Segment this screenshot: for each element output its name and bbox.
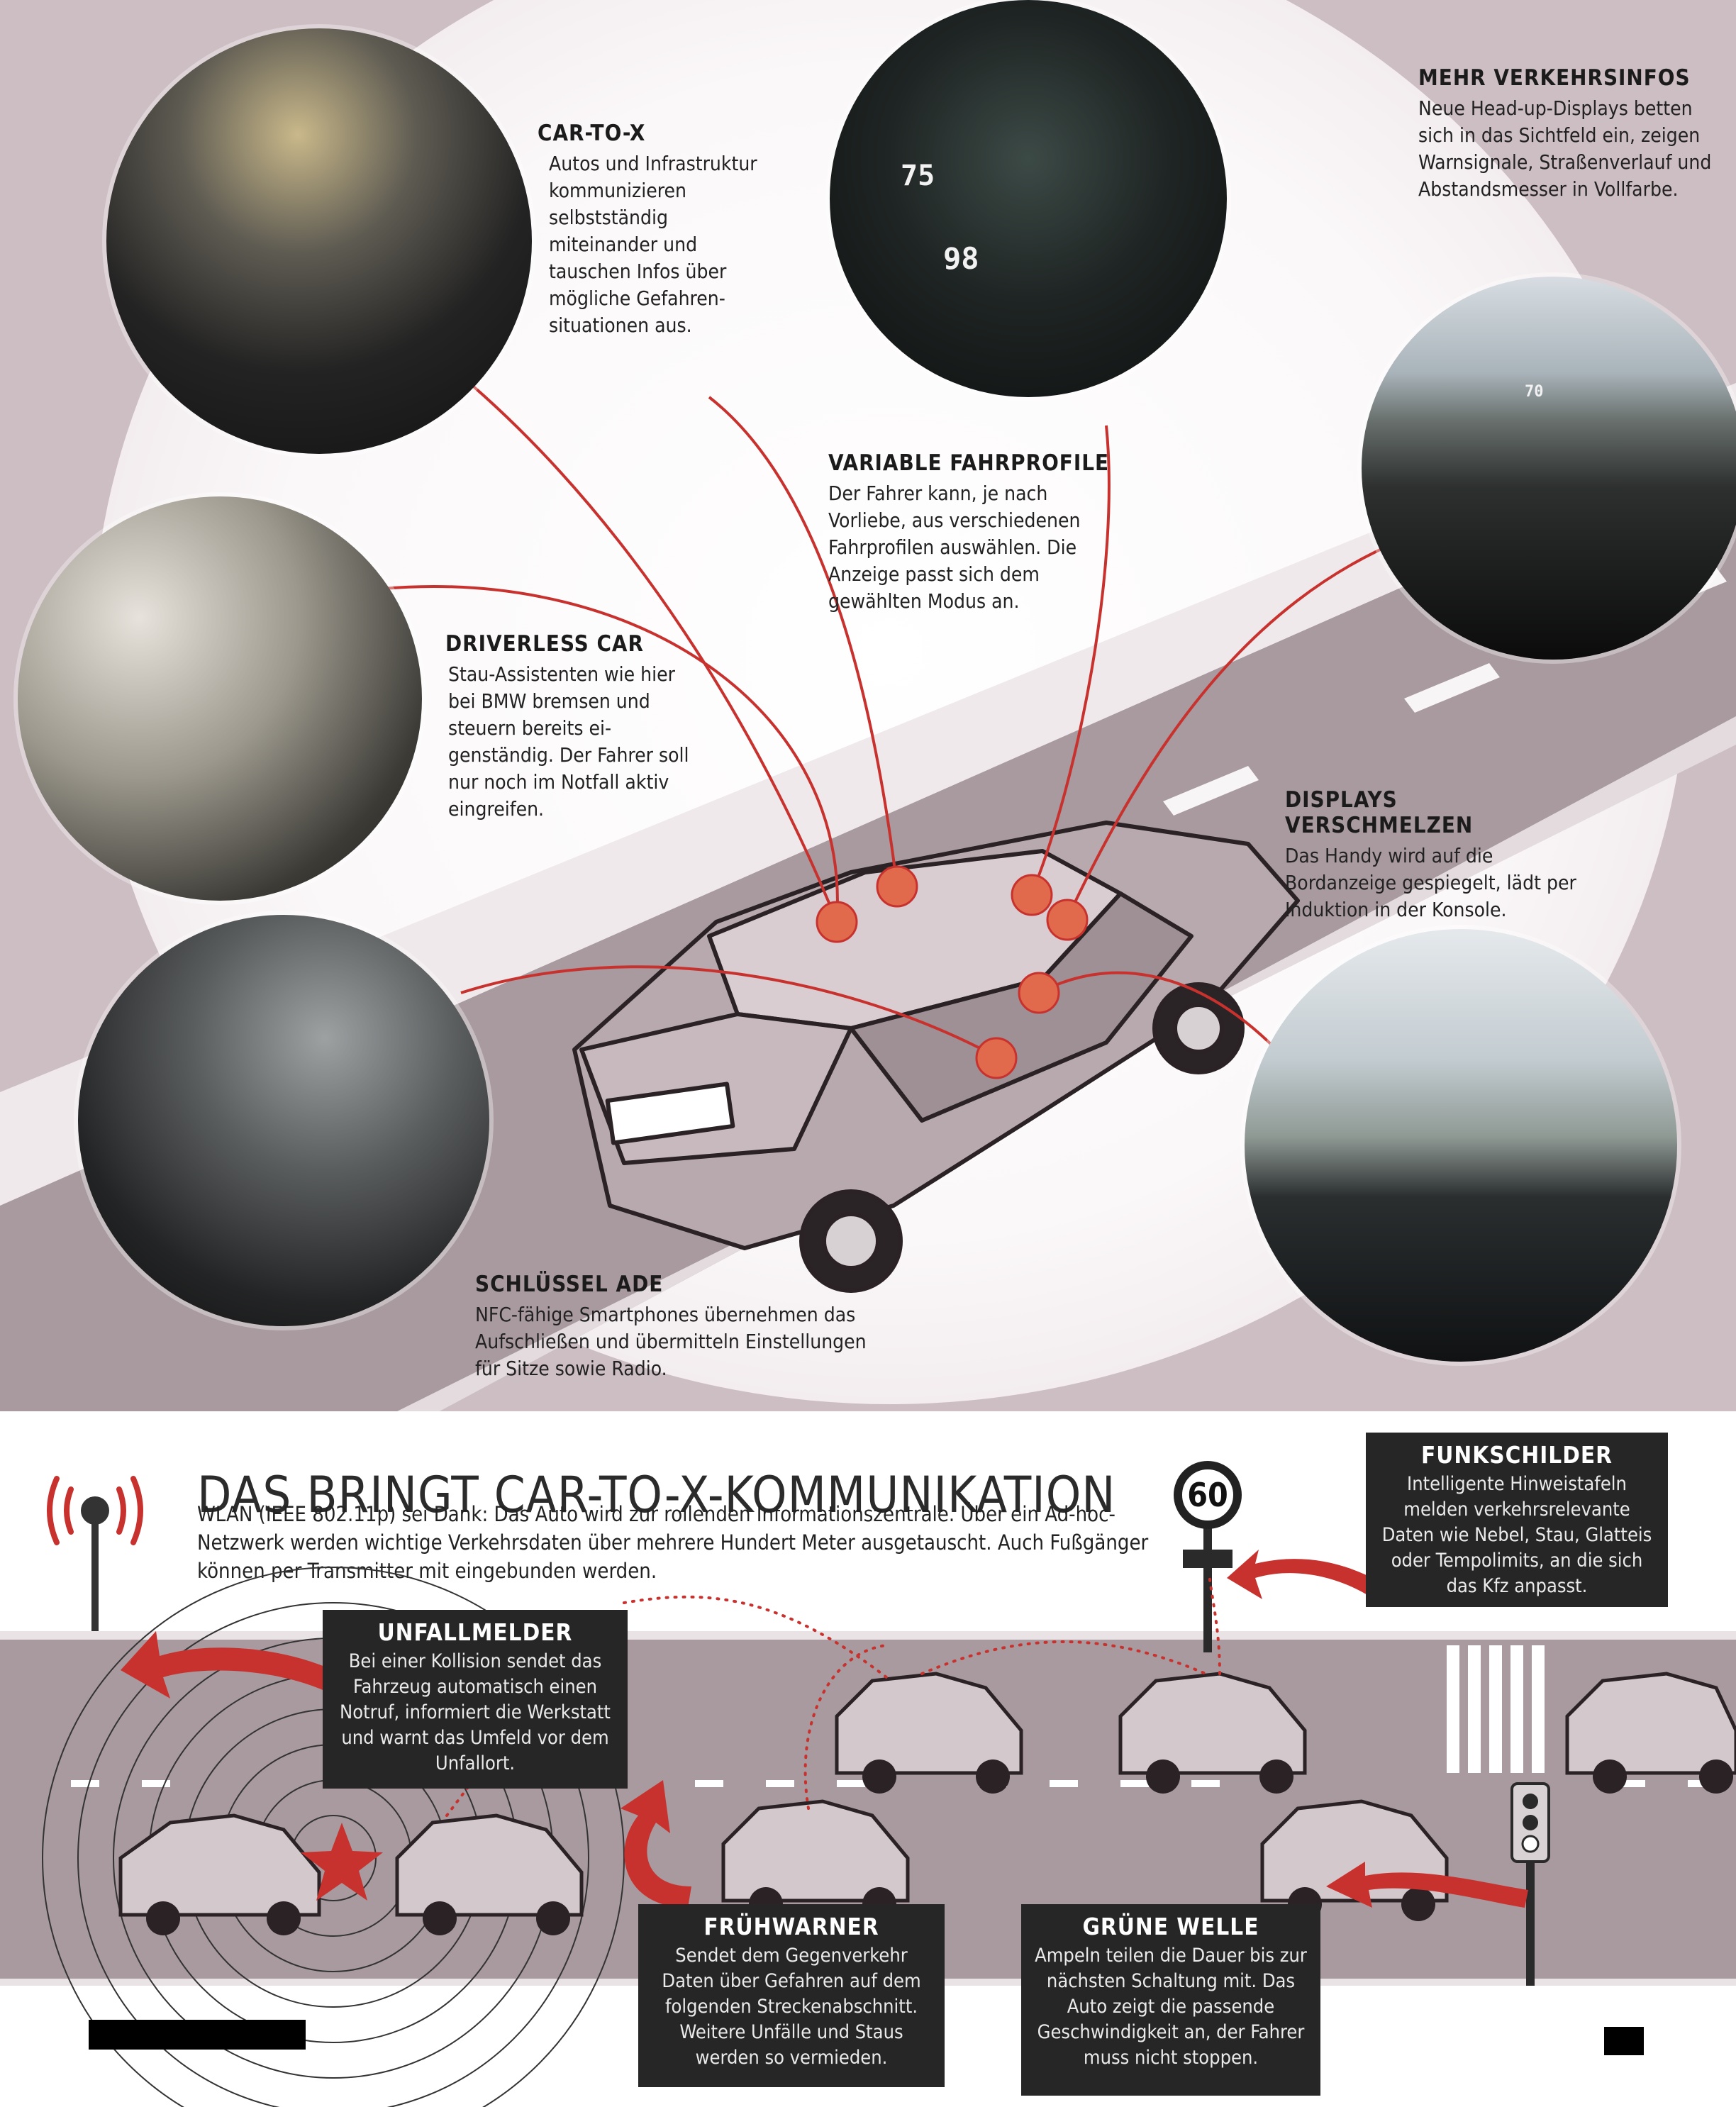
box-title: UNFALLMELDER bbox=[377, 1618, 573, 1646]
speed-limit-sign: 60 bbox=[1174, 1461, 1242, 1529]
feature-variable-fahrprofile: VARIABLE FAHRPROFILE Der Fahrer kann, je… bbox=[828, 450, 1126, 615]
arrow-funkschilder bbox=[1227, 1550, 1379, 1599]
zebra-crossing bbox=[1447, 1645, 1545, 1773]
feature-text: Der Fahrer kann, je nach Vorliebe, aus v… bbox=[828, 482, 1081, 613]
feature-text: Stau-Assistenten wie hier bei BMW bremse… bbox=[448, 662, 689, 821]
collision-star-icon bbox=[301, 1823, 383, 1901]
feature-dots bbox=[816, 865, 1089, 1079]
box-fruehwarner: FRÜHWARNER Sendet dem Gegenverkehr Daten… bbox=[638, 1904, 945, 2087]
photo-head-up-display: 70 bbox=[1362, 277, 1736, 660]
feature-car-to-x: CAR-TO-X Autos und Infrastruktur kommuni… bbox=[538, 121, 772, 339]
box-text: Ampeln teilen die Dauer bis zur nächsten… bbox=[1035, 1945, 1307, 2069]
box-text: Intelligente Hinweistafeln melden verkeh… bbox=[1381, 1473, 1652, 1597]
redaction-square bbox=[1604, 2027, 1644, 2055]
photo-displays-merged bbox=[1245, 929, 1677, 1362]
photo-car-to-x-dashboard bbox=[106, 28, 532, 454]
feature-title: CAR-TO-X bbox=[538, 121, 646, 146]
arrow-gruene-welle bbox=[1326, 1862, 1528, 1908]
feature-driverless-car: DRIVERLESS CAR Stau-Assistenten wie hier… bbox=[423, 631, 692, 823]
hud-speed-readout: 70 bbox=[1525, 383, 1544, 401]
photo-variable-fahrprofile-cockpit: 75 98 bbox=[830, 0, 1227, 397]
feature-text: Das Handy wird auf die Bordanzeige gespi… bbox=[1285, 844, 1576, 921]
traffic-light-icon bbox=[1510, 1782, 1550, 1986]
section-headline: DAS BRINGT CAR-TO-X-KOMMUNIKATION bbox=[197, 1465, 1116, 1524]
feature-title: DRIVERLESS CAR bbox=[445, 631, 644, 657]
box-unfallmelder: UNFALLMELDER Bei einer Kollision sendet … bbox=[323, 1610, 628, 1789]
arrow-fruehwarner bbox=[621, 1780, 691, 1908]
feature-title: MEHR VERKEHRSINFOS bbox=[1418, 65, 1691, 91]
feature-schluessel-ade: SCHLÜSSEL ADE NFC-fähige Smartphones übe… bbox=[475, 1272, 886, 1382]
feature-title: VARIABLE FAHRPROFILE bbox=[828, 450, 1110, 476]
feature-displays-verschmelzen: DISPLAYS VERSCHMELZEN Das Handy wird auf… bbox=[1285, 787, 1590, 923]
photo-nfc-smartphone-door bbox=[78, 915, 489, 1326]
box-title: FUNKSCHILDER bbox=[1420, 1441, 1613, 1469]
box-text: Bei einer Kollision sendet das Fahrzeug … bbox=[340, 1650, 611, 1774]
box-gruene-welle: GRÜNE WELLE Ampeln teilen die Dauer bis … bbox=[1021, 1904, 1320, 2096]
section-intro: WLAN (IEEE 802.11p) sei Dank: Das Auto w… bbox=[197, 1502, 1149, 1583]
callout-lines bbox=[382, 325, 1405, 1058]
car-illustration bbox=[572, 821, 1300, 1293]
box-funkschilder: FUNKSCHILDER Intelligente Hinweistafeln … bbox=[1366, 1433, 1668, 1607]
feature-text: NFC-fähige Smartphones übernehmen das Au… bbox=[475, 1303, 867, 1380]
speed-readout: 75 bbox=[901, 160, 935, 192]
speed-readout-secondary: 98 bbox=[943, 241, 979, 276]
feature-title: DISPLAYS VERSCHMELZEN bbox=[1285, 787, 1474, 838]
box-title: FRÜHWARNER bbox=[703, 1913, 879, 1940]
feature-title: SCHLÜSSEL ADE bbox=[475, 1272, 664, 1297]
arrow-unfallmelder bbox=[121, 1631, 333, 1699]
feature-text: Autos und Infrastruktur kommunizieren se… bbox=[549, 152, 757, 337]
box-title: GRÜNE WELLE bbox=[1082, 1913, 1259, 1940]
feature-text: Neue Head-up-Displays betten sich in das… bbox=[1418, 96, 1712, 201]
box-text: Sendet dem Gegenverkehr Daten über Gefah… bbox=[662, 1945, 921, 2069]
redaction-bar bbox=[89, 2020, 306, 2050]
feature-mehr-verkehrsinfos: MEHR VERKEHRSINFOS Neue Head-up-Displays… bbox=[1418, 65, 1723, 203]
photo-driverless-car-driver bbox=[18, 496, 422, 901]
